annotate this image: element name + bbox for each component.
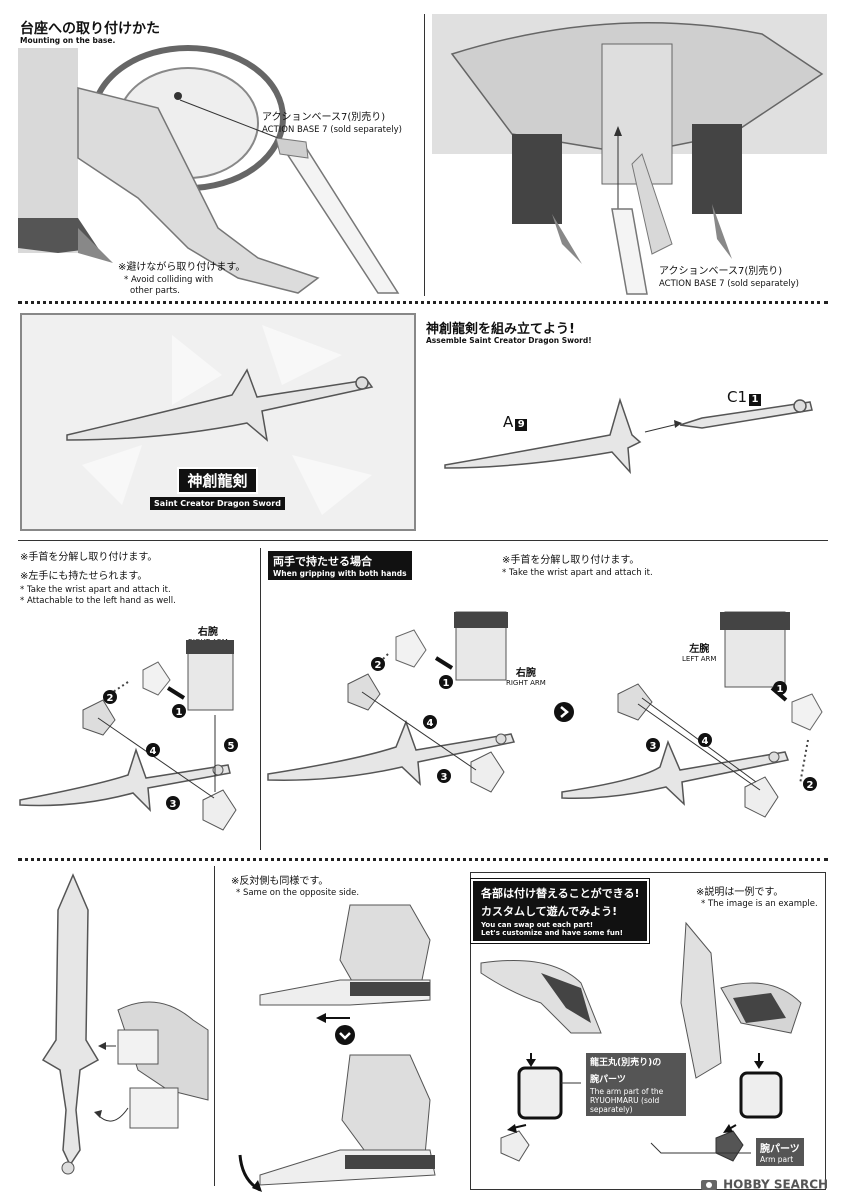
svg-text:3: 3 (441, 772, 448, 783)
ryuohmaru-jp-1: 龍王丸(別売り)の (590, 1058, 662, 1068)
svg-text:2: 2 (807, 780, 814, 791)
swap-jp-1: 各部は付け替えることができる! (481, 887, 640, 900)
base-left-label-en: ACTION BASE 7 (sold separately) (262, 125, 402, 135)
divider-dotted-1 (18, 301, 828, 304)
customize-illustration (480, 921, 802, 1162)
sword-showcase-illustration (66, 325, 374, 515)
arm-part-jp: 腕パーツ (760, 1144, 800, 1155)
ryuohmaru-jp-2: 腕パーツ (590, 1075, 626, 1085)
opposite-note-en: * Same on the opposite side. (236, 888, 360, 898)
swap-jp-2: カスタムして遊んでみよう! (481, 905, 618, 918)
mid-right-arm-label: 右腕 RIGHT ARM (506, 664, 546, 687)
part-a-letter: A (503, 413, 514, 431)
divider-solid-1 (18, 540, 828, 541)
left-note-2-en: * Attachable to the left hand as well. (20, 596, 176, 606)
part-c-letter: C1 (727, 388, 748, 406)
svg-text:3: 3 (650, 741, 657, 752)
right-arm-jp: 右腕 (197, 627, 218, 638)
sword-label-en: Saint Creator Dragon Sword (150, 497, 285, 510)
sword-assembly-diagram (444, 397, 813, 475)
svg-text:4: 4 (427, 718, 434, 729)
mounting-divider (424, 14, 425, 296)
arm-part-en: Arm part (760, 1155, 794, 1164)
svg-text:4: 4 (150, 746, 157, 757)
ryuohmaru-en-2: RYUOHMARU (sold (590, 1096, 660, 1105)
left-hand-diagram: 1 2 3 4 5 (19, 640, 238, 831)
right-note-en: * Take the wrist apart and attach it. (502, 568, 653, 578)
mid-right-arm-en: RIGHT ARM (506, 679, 546, 687)
both-hands-en: When gripping with both hands (273, 569, 407, 578)
left-note-2-jp: ※左手にも持たせられます。 (20, 571, 148, 582)
bottom-divider-1 (214, 866, 215, 1186)
mounting-subtitle: Mounting on the base. (20, 36, 116, 45)
left-note-1-en: * Take the wrist apart and attach it. (20, 585, 171, 595)
right-note-jp: ※手首を分解し取り付けます。 (502, 555, 640, 566)
watermark-logo-icon (701, 1179, 717, 1190)
left-arm-en: LEFT ARM (682, 655, 717, 663)
assemble-title: 神創龍剣を組み立てよう! (426, 322, 575, 337)
sword-showcase-panel: 神創龍剣 Saint Creator Dragon Sword (20, 313, 416, 531)
avoid-note-en-2: other parts. (130, 286, 180, 296)
ryuohmaru-callout: 龍王丸(別売り)の 腕パーツ The arm part of the RYUOH… (586, 1053, 686, 1116)
vertical-sword-illustration (41, 873, 209, 1175)
assemble-subtitle: Assemble Saint Creator Dragon Sword! (426, 336, 592, 345)
avoid-note-en-1: * Avoid colliding with (124, 275, 214, 285)
swap-en-1: You can swap out each part! (481, 921, 594, 929)
ryuohmaru-en-1: The arm part of the (590, 1087, 664, 1096)
svg-text:3: 3 (170, 799, 177, 810)
customize-panel: 各部は付け替えることができる! カスタムして遊んでみよう! You can sw… (469, 872, 826, 1190)
ryuohmaru-en-3: separately) (590, 1105, 633, 1114)
part-c-number: 1 (749, 394, 762, 406)
example-note-en: * The image is an example. (701, 899, 818, 909)
swap-banner: 各部は付け替えることができる! カスタムして遊んでみよう! You can sw… (469, 878, 651, 944)
svg-text:4: 4 (702, 736, 709, 747)
section-mounting: 台座への取り付けかた Mounting on the base. アクションベー… (0, 0, 851, 300)
sword-label-jp: 神創龍剣 (177, 467, 258, 494)
svg-text:1: 1 (176, 707, 183, 718)
svg-text:2: 2 (375, 660, 382, 671)
mounting-title: 台座への取り付けかた (20, 21, 160, 37)
left-note-1-jp: ※手首を分解し取り付けます。 (20, 552, 158, 563)
base-right-label-en: ACTION BASE 7 (sold separately) (659, 279, 799, 289)
next-step-icon (554, 702, 574, 722)
svg-text:5: 5 (228, 741, 235, 752)
both-hands-diagram-2: 1 2 3 4 (561, 611, 823, 818)
arm-part-callout: 腕パーツ Arm part (756, 1138, 804, 1166)
base-right-label-jp: アクションベース7(別売り) (659, 266, 783, 277)
swap-en-2: Let's customize and have some fun! (481, 929, 623, 937)
left-arm-jp: 左腕 (689, 644, 710, 655)
mid-right-arm-jp: 右腕 (515, 668, 536, 679)
both-hands-badge: 両手で持たせる場合 When gripping with both hands (268, 551, 412, 580)
divider-dotted-2 (18, 858, 828, 861)
both-hands-diagram-1: 1 2 3 4 (267, 611, 516, 793)
example-note-jp: ※説明は一例です。 (696, 887, 784, 898)
part-a-number: 9 (515, 419, 528, 431)
watermark-text: HOBBY SEARCH (723, 1177, 829, 1192)
both-hands-jp: 両手で持たせる場合 (273, 555, 372, 568)
leg-fold-diagram (238, 904, 436, 1192)
watermark: HOBBY SEARCH (700, 1174, 828, 1193)
avoid-note-jp: ※避けながら取り付けます。 (118, 262, 246, 273)
opposite-note-jp: ※反対側も同様です。 (231, 876, 329, 887)
base-left-label-jp: アクションベース7(別売り) (262, 112, 386, 123)
svg-text:1: 1 (777, 684, 784, 695)
svg-text:1: 1 (443, 678, 450, 689)
sword-label-box: 神創龍剣 Saint Creator Dragon Sword (150, 467, 285, 510)
left-arm-label: 左腕 LEFT ARM (682, 640, 716, 663)
hands-divider (260, 548, 261, 850)
mounting-right-illustration (432, 14, 827, 295)
svg-text:2: 2 (107, 693, 114, 704)
mounting-left-illustration (18, 45, 400, 294)
